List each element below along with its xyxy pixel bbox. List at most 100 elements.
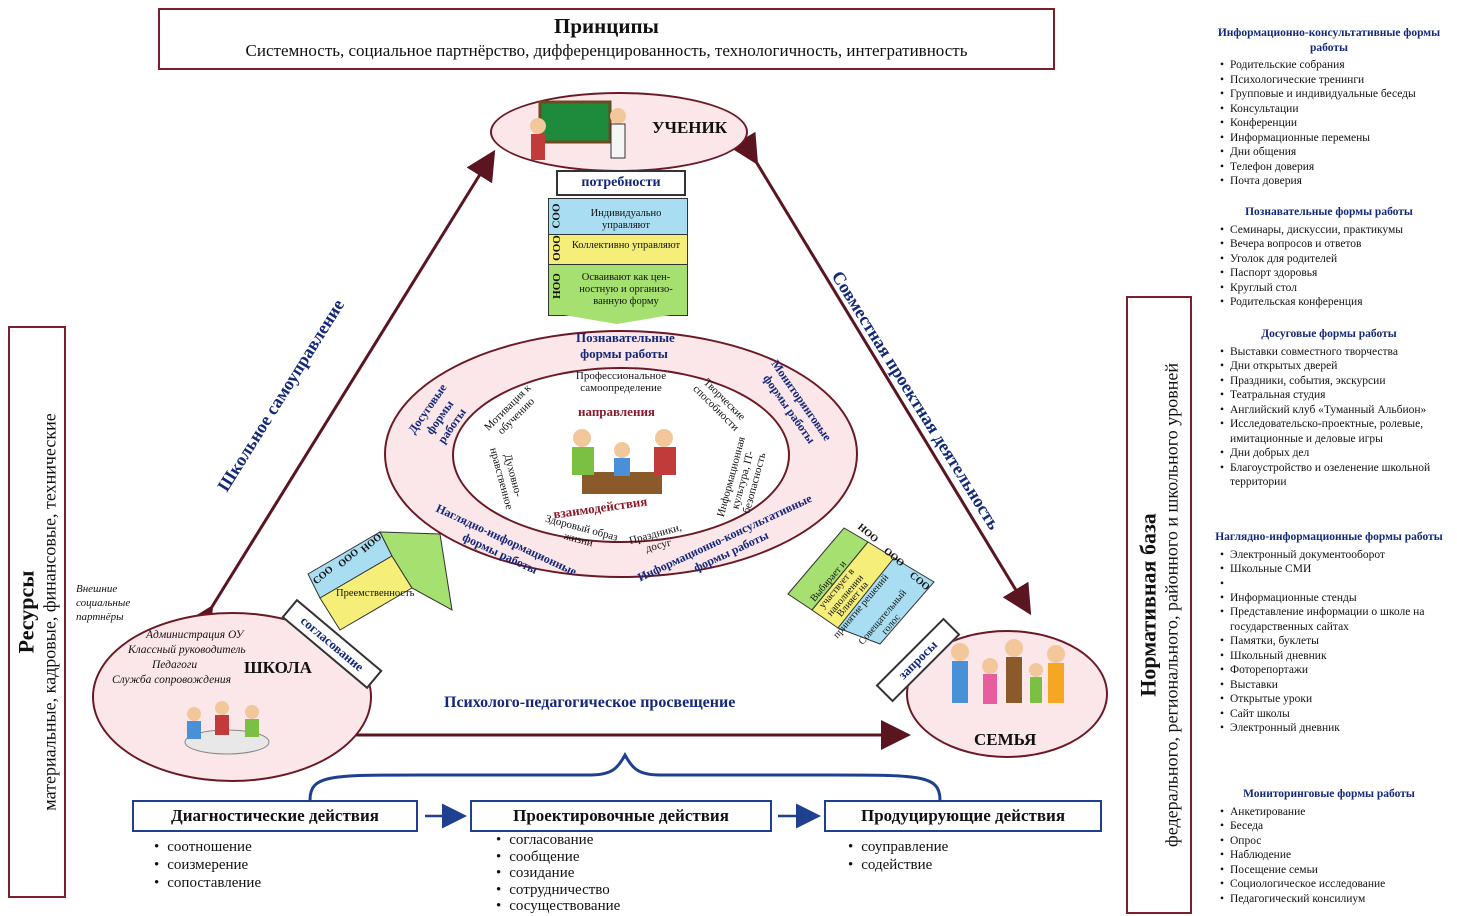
student-illustration <box>530 100 626 160</box>
forms-item: Почта доверия <box>1220 174 1450 189</box>
student-level-soo <box>548 198 688 236</box>
action-item: соизмерение <box>154 856 261 874</box>
action-item: соуправление <box>848 838 948 856</box>
school-roles: Администрация ОУ Классный руководитель П… <box>112 628 246 688</box>
forms-item: Уголок для родителей <box>1220 252 1450 267</box>
student-level-ooo <box>548 234 688 266</box>
student-level-text: Коллективно управляют <box>571 240 681 251</box>
action-box-design: Проектировочные действия <box>470 800 772 832</box>
forms-item: Анкетирование <box>1220 805 1450 820</box>
dir-prof: Профессиональное самоопределение <box>575 370 667 394</box>
action-item: соотношение <box>154 838 261 856</box>
school-role: Классный руководитель <box>128 644 246 656</box>
forms-item: Беседа <box>1220 819 1450 834</box>
section-heading: Наглядно-информационные формы работы <box>1215 531 1443 543</box>
norm-base-box: Нормативная база федерального, региональ… <box>1126 296 1192 914</box>
action-list-design: согласование сообщение созидание сотрудн… <box>496 832 620 915</box>
action-item: сообщение <box>496 849 620 866</box>
forms-item: Электронный документооборот <box>1220 548 1450 563</box>
forms-item: Круглый стол <box>1220 281 1450 296</box>
forms-monitoring-section: Мониторинговые формы работы Анкетировани… <box>1208 787 1450 906</box>
school-illustration <box>184 701 270 755</box>
forms-item: Посещение семьи <box>1220 863 1450 878</box>
family-label: СЕМЬЯ <box>974 730 1037 749</box>
forms-item: Сайт школы <box>1220 707 1450 722</box>
continuity-label: Преемственность <box>336 588 415 599</box>
forms-item: Дни общения <box>1220 145 1450 160</box>
forms-visual-section: Наглядно-информационные формы работы Эле… <box>1208 530 1450 736</box>
forms-leisure-section: Досуговые формы работы Выставки совместн… <box>1208 327 1450 490</box>
forms-item: Выставки <box>1220 678 1450 693</box>
action-item: согласование <box>496 832 620 849</box>
forms-item: Открытые уроки <box>1220 692 1450 707</box>
external-partners: Внешние социальные партнёры <box>76 583 131 623</box>
forms-item: Представление информации о школе на госу… <box>1220 605 1450 634</box>
school-role: Служба сопровождения <box>112 674 231 686</box>
action-box-diagnostic: Диагностические действия <box>132 800 418 832</box>
action-item: содействие <box>848 856 948 874</box>
forms-item: Благоустройство и озеленение школьной те… <box>1220 461 1450 490</box>
action-item: сотрудничество <box>496 882 620 899</box>
needs-tag: потребности <box>556 170 686 196</box>
forms-item: Информационные стенды <box>1220 591 1450 606</box>
family-illustration <box>951 639 1065 704</box>
forms-item: Школьный дневник <box>1220 649 1450 664</box>
forms-item: Электронный дневник <box>1220 721 1450 736</box>
forms-item: Английский клуб «Туманный Альбион» <box>1220 403 1450 418</box>
form-cognitive: Познавательные формы работы <box>576 330 675 361</box>
school-role: Педагоги <box>152 659 198 671</box>
student-label: УЧЕНИК <box>652 118 728 137</box>
forms-item: Исследовательско-проектные, ролевые, ими… <box>1220 417 1450 446</box>
curly-brace <box>308 751 942 801</box>
action-list-diagnostic: соотношение соизмерение сопоставление <box>154 838 261 892</box>
school-role: Администрация ОУ <box>146 629 244 641</box>
forms-item: Телефон доверия <box>1220 160 1450 175</box>
section-heading: Познавательные формы работы <box>1245 206 1413 218</box>
school-label: ШКОЛА <box>244 658 312 677</box>
forms-item: Праздники, события, экскурсии <box>1220 374 1450 389</box>
action-item: сосуществование <box>496 898 620 915</box>
section-heading: Информационно-консультативные формы рабо… <box>1217 27 1441 54</box>
forms-item: Дни добрых дел <box>1220 446 1450 461</box>
student-level-noo <box>548 264 688 316</box>
section-heading: Мониторинговые формы работы <box>1243 788 1415 800</box>
forms-item-spacer <box>1220 577 1450 592</box>
student-levels-pointer <box>558 314 676 324</box>
forms-item: Конференции <box>1220 116 1450 131</box>
forms-item: Консультации <box>1220 102 1450 117</box>
forms-item: Вечера вопросов и ответов <box>1220 237 1450 252</box>
label-directions: направления <box>578 404 655 419</box>
arrow-right-side <box>729 131 1032 616</box>
student-level-text: Индивидуально управляют <box>590 208 662 231</box>
forms-cognitive-section: Познавательные формы работы Семинары, ди… <box>1208 205 1450 310</box>
student-level-code: ООО <box>550 235 563 261</box>
principles-title: Принципы <box>554 14 659 38</box>
forms-consult-section: Информационно-консультативные формы рабо… <box>1208 26 1450 189</box>
forms-item: Опрос <box>1220 834 1450 849</box>
action-item: созидание <box>496 865 620 882</box>
forms-item: Паспорт здоровья <box>1220 266 1450 281</box>
section-heading: Досуговые формы работы <box>1261 328 1397 340</box>
student-level-text: Осваивают как цен-ностную и организо-ван… <box>579 272 673 307</box>
forms-item: Психологические тренинги <box>1220 73 1450 88</box>
resources-box: Ресурсы материальные, кадровые, финансов… <box>8 326 66 898</box>
forms-item: Памятки, буклеты <box>1220 634 1450 649</box>
forms-item: Театральная студия <box>1220 388 1450 403</box>
forms-item: Групповые и индивидуальные беседы <box>1220 87 1450 102</box>
forms-item: Родительские собрания <box>1220 58 1450 73</box>
forms-item: Наблюдение <box>1220 848 1450 863</box>
action-item: сопоставление <box>154 874 261 892</box>
forms-item: Родительская конференция <box>1220 295 1450 310</box>
forms-item: Школьные СМИ <box>1220 562 1450 577</box>
forms-item: Педагогический консилиум <box>1220 892 1450 907</box>
family-levels-stack <box>787 527 935 645</box>
forms-item: Дни открытых дверей <box>1220 359 1450 374</box>
interaction-illustration <box>572 429 676 494</box>
forms-item: Фоторепортажи <box>1220 663 1450 678</box>
action-box-producing: Продуцирующие действия <box>824 800 1102 832</box>
forms-item: Информационные перемены <box>1220 131 1450 146</box>
forms-item: Выставки совместного творчества <box>1220 345 1450 360</box>
forms-item: Социологическое исследование <box>1220 877 1450 892</box>
arrow-left-side <box>184 149 496 639</box>
student-level-code: СОО <box>550 203 563 229</box>
